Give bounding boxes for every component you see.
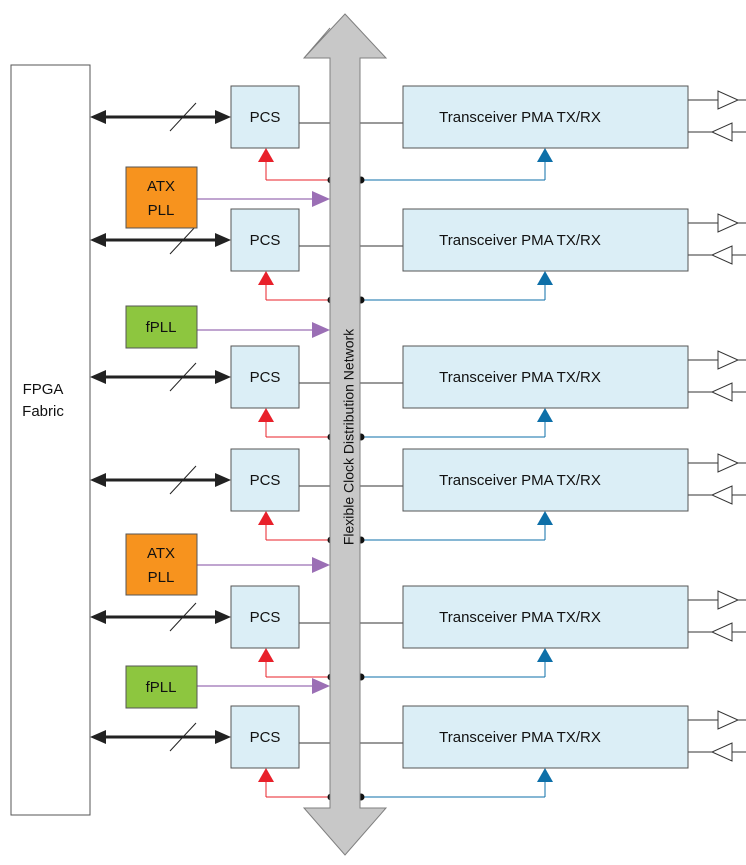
data-bus-arrow-left xyxy=(90,110,106,124)
pma-label: Transceiver PMA TX/RX xyxy=(439,729,601,746)
tx-buffer-icon xyxy=(717,213,740,233)
pma-clock-arrow xyxy=(537,148,553,162)
channel-6 xyxy=(230,705,689,769)
pcs-clock-arrow xyxy=(258,768,274,782)
rx-buffer-icon xyxy=(710,382,733,402)
rx-buffer-icon xyxy=(710,622,733,642)
pma-clock-arrow xyxy=(537,271,553,285)
pll-output-arrow xyxy=(312,678,330,694)
pcs-label: PCS xyxy=(250,729,281,746)
rx-buffer-icon xyxy=(710,245,733,265)
pcs-clock-arrow xyxy=(258,511,274,525)
pma-block xyxy=(402,345,689,409)
pll-output-arrow xyxy=(312,557,330,573)
pcs-block xyxy=(230,345,300,409)
tx-buffer-icon xyxy=(717,350,740,370)
data-bus-arrow-right xyxy=(215,730,231,744)
labels-layer: Flexible Clock Distribution Network FPGA F… xyxy=(22,109,601,746)
data-bus-width-slash xyxy=(169,465,197,495)
pma-label: Transceiver PMA TX/RX xyxy=(439,369,601,386)
rx-buffer-icon xyxy=(710,742,733,762)
pcs-label: PCS xyxy=(250,472,281,489)
pll-output-arrow xyxy=(312,191,330,207)
pcs-clock-arrow xyxy=(258,271,274,285)
pll-output-arrow xyxy=(312,322,330,338)
data-bus-width-slash xyxy=(169,602,197,632)
pll-label-line1: ATX xyxy=(147,545,175,562)
data-bus-arrow-right xyxy=(215,370,231,384)
pll-label-line2: PLL xyxy=(148,569,175,586)
fpll-block xyxy=(125,665,198,709)
pcs-block xyxy=(230,448,300,512)
data-bus-arrow-right xyxy=(215,610,231,624)
fabric-label-line1: FPGA xyxy=(23,381,64,398)
atx-pll-block xyxy=(125,166,198,229)
pcs-label: PCS xyxy=(250,609,281,626)
fpll-block xyxy=(125,305,198,349)
pcs-label: PCS xyxy=(250,109,281,126)
tx-buffer-icon xyxy=(717,453,740,473)
pma-clock-arrow xyxy=(537,511,553,525)
channel-4 xyxy=(230,448,689,512)
data-bus-width-slash xyxy=(169,225,197,255)
channel-3 xyxy=(230,345,689,409)
pll-label-line1: ATX xyxy=(147,178,175,195)
data-bus-arrow-right xyxy=(215,233,231,247)
network-label: Flexible Clock Distribution Network xyxy=(341,328,357,545)
data-bus-arrow-left xyxy=(90,370,106,384)
tx-buffer-icon xyxy=(717,710,740,730)
rx-buffer-icon xyxy=(710,122,733,142)
pcs-block xyxy=(230,585,300,649)
rx-buffer-icon xyxy=(710,485,733,505)
pcs-block xyxy=(230,208,300,272)
fpga-fabric-block xyxy=(10,64,91,816)
clock-network-arrow xyxy=(302,13,388,856)
data-bus-arrow-right xyxy=(215,473,231,487)
wires-layer xyxy=(90,90,746,801)
pcs-clock-arrow xyxy=(258,148,274,162)
pll-label: fPLL xyxy=(146,679,177,696)
data-bus-arrow-right xyxy=(215,110,231,124)
pcs-block xyxy=(230,705,300,769)
data-bus-arrow-left xyxy=(90,610,106,624)
data-bus-arrow-left xyxy=(90,730,106,744)
data-bus-arrow-left xyxy=(90,233,106,247)
pma-clock-arrow xyxy=(537,768,553,782)
atx-pll-block xyxy=(125,533,198,596)
pma-clock-arrow xyxy=(537,648,553,662)
fabric-label-line2: Fabric xyxy=(22,403,64,420)
pcs-label: PCS xyxy=(250,232,281,249)
pma-block xyxy=(402,85,689,149)
pma-block xyxy=(402,208,689,272)
channel-1 xyxy=(230,85,689,149)
pma-label: Transceiver PMA TX/RX xyxy=(439,232,601,249)
pcs-label: PCS xyxy=(250,369,281,386)
pll-label: fPLL xyxy=(146,319,177,336)
blocks-layer xyxy=(10,64,689,816)
pma-label: Transceiver PMA TX/RX xyxy=(439,109,601,126)
pcs-clock-arrow xyxy=(258,648,274,662)
pcs-clock-arrow xyxy=(258,408,274,422)
pma-block xyxy=(402,705,689,769)
data-bus-width-slash xyxy=(169,722,197,752)
clock-network-bus xyxy=(302,13,388,856)
data-bus-width-slash xyxy=(169,362,197,392)
pll-label-line2: PLL xyxy=(148,202,175,219)
pma-block xyxy=(402,585,689,649)
pma-label: Transceiver PMA TX/RX xyxy=(439,472,601,489)
pma-block xyxy=(402,448,689,512)
pma-label: Transceiver PMA TX/RX xyxy=(439,609,601,626)
channel-5 xyxy=(230,585,689,649)
pcs-block xyxy=(230,85,300,149)
pma-clock-arrow xyxy=(537,408,553,422)
data-bus-arrow-left xyxy=(90,473,106,487)
channel-2 xyxy=(230,208,689,272)
tx-buffer-icon xyxy=(717,90,740,110)
tx-buffer-icon xyxy=(717,590,740,610)
data-bus-width-slash xyxy=(169,102,197,132)
